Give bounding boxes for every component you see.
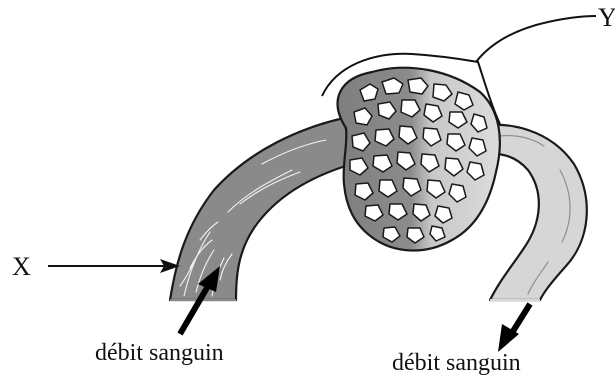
label-y: Y (598, 3, 615, 32)
label-x: X (12, 252, 31, 281)
arteriole-vessel (170, 118, 352, 300)
label-y-leader (476, 16, 596, 62)
flow-out-label: débit sanguin (392, 350, 521, 376)
flow-in-label: débit sanguin (95, 340, 224, 366)
